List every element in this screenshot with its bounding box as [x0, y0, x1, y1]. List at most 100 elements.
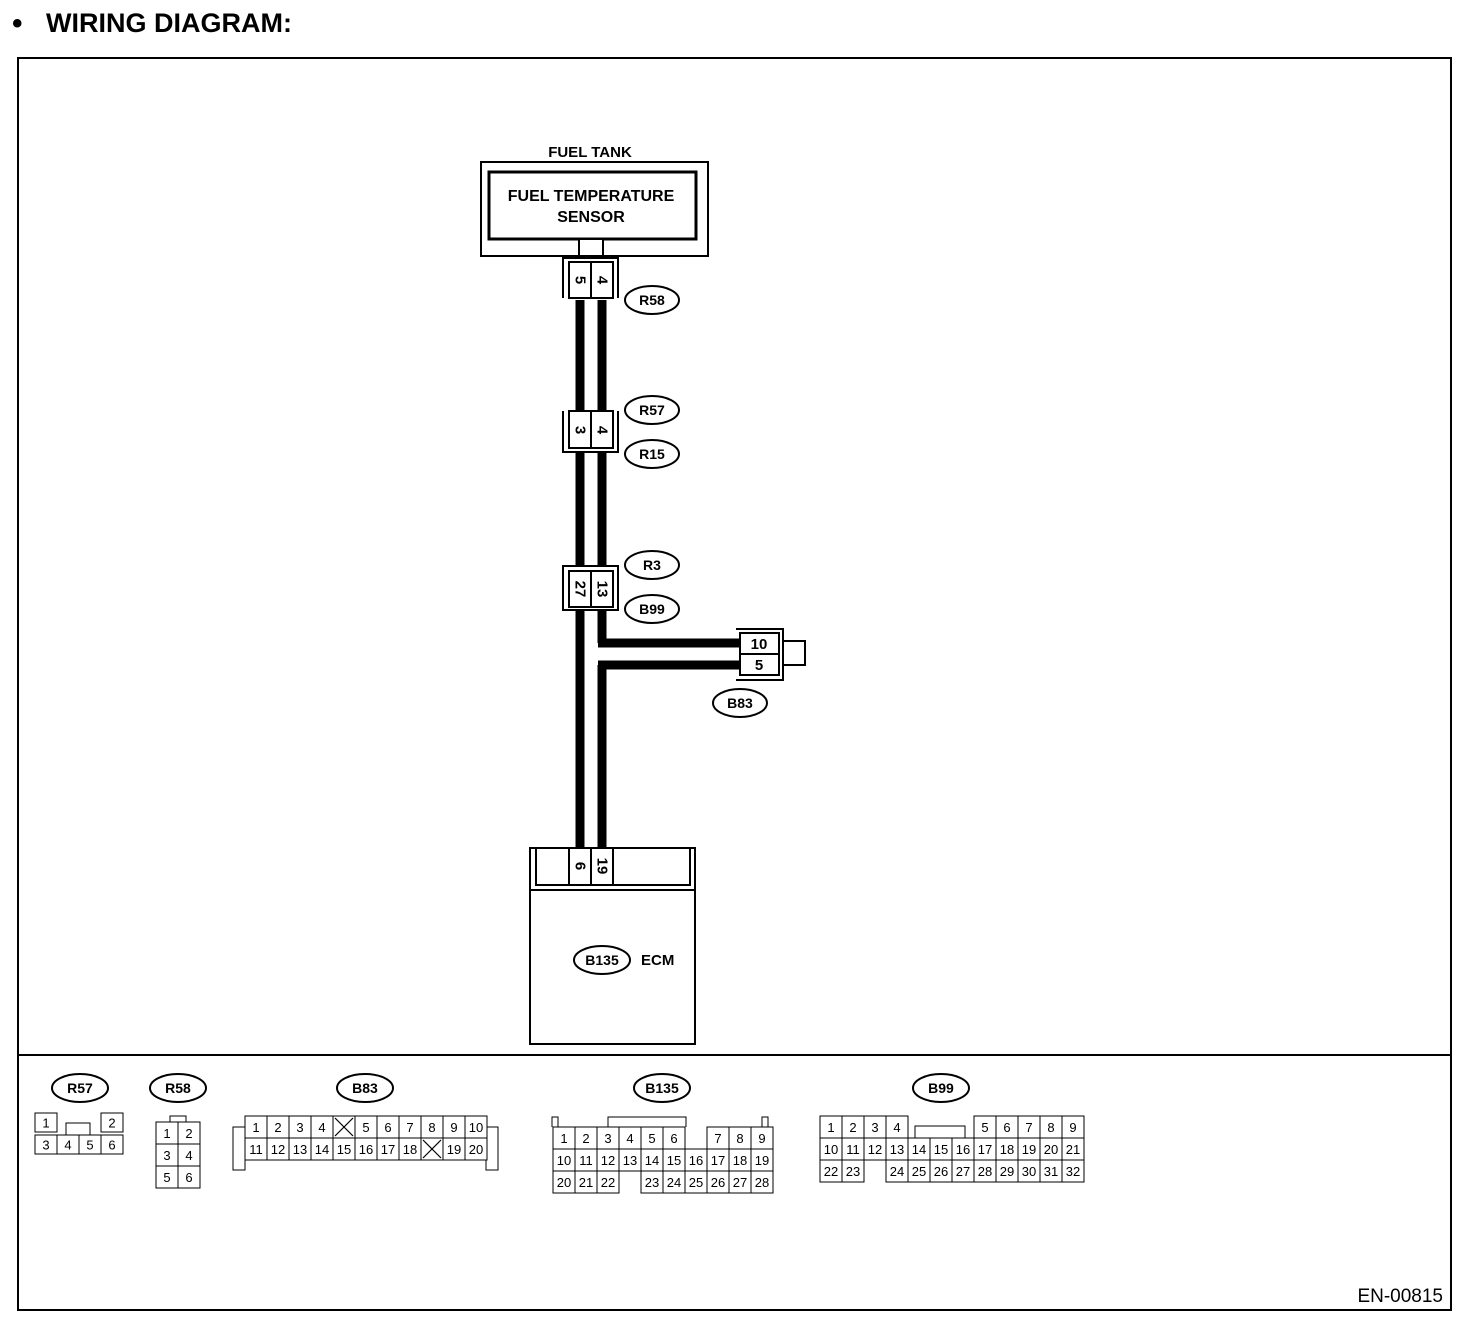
legend-b83-pin-label: 13 — [293, 1142, 307, 1157]
legend-b83-pin-label: 12 — [271, 1142, 285, 1157]
legend-b99-pin-label: 1 — [827, 1120, 834, 1135]
legend-b135-pin-label: 2 — [582, 1131, 589, 1146]
b83-pin: 5 — [755, 657, 763, 674]
legend-b83-pin-label: 9 — [450, 1120, 457, 1135]
legend-b99-pin-label: 7 — [1025, 1120, 1032, 1135]
legend-r58-pin-label: 2 — [185, 1126, 192, 1141]
sensor-neck — [578, 238, 604, 257]
legend-b135-pin-label: 17 — [711, 1153, 725, 1168]
legend-b99-pin-label: 8 — [1047, 1120, 1054, 1135]
legend-b99-pin-label: 24 — [890, 1164, 904, 1179]
connector-r57-r15: 3 4 R57 R15 — [562, 395, 680, 469]
legend-r57-tag-oval — [51, 1073, 109, 1103]
r3-b99-pin: 13 — [594, 581, 611, 598]
legend-b83-pin-label: 7 — [406, 1120, 413, 1135]
legend-b135-pin-label: 9 — [758, 1131, 765, 1146]
legend-b135-pin — [750, 1170, 774, 1194]
legend-b99-key — [914, 1125, 966, 1138]
legend-b135-pin-label: 28 — [755, 1175, 769, 1190]
legend-b99-pin-label: 15 — [934, 1142, 948, 1157]
b83-tag: B83 — [727, 695, 753, 711]
legend-b135-pin-label: 18 — [733, 1153, 747, 1168]
legend-r58-tag: R58 — [165, 1080, 191, 1096]
legend-r58-pin-label: 6 — [185, 1170, 192, 1185]
legend-b99-pin — [1061, 1159, 1085, 1183]
legend-b99-pin-label: 11 — [846, 1142, 860, 1157]
legend-b135-pin-label: 15 — [667, 1153, 681, 1168]
legend-b83-pin-label: 11 — [249, 1142, 263, 1157]
legend-b135-pin-label: 5 — [648, 1131, 655, 1146]
legend-b135-pin-label: 3 — [604, 1131, 611, 1146]
b135-tag: B135 — [585, 952, 619, 968]
legend-b135-pin-label: 11 — [579, 1153, 593, 1168]
legend-r57-pin — [34, 1112, 58, 1133]
legend-b135-pin-label: 8 — [736, 1131, 743, 1146]
legend-b135-pin-label: 23 — [645, 1175, 659, 1190]
legend-b83-pin-label: 20 — [469, 1142, 483, 1157]
legend-b83-pin-label: 15 — [337, 1142, 351, 1157]
b83-pin: 10 — [751, 636, 768, 653]
legend-b83-pin-label: 5 — [362, 1120, 369, 1135]
legend-b135-pin-label: 25 — [689, 1175, 703, 1190]
legend-b99-pin-label: 5 — [981, 1120, 988, 1135]
legend-b135-pin-label: 16 — [689, 1153, 703, 1168]
legend-b83-pin-label: 4 — [318, 1120, 325, 1135]
legend-b99-pin-label: 13 — [890, 1142, 904, 1157]
figure-id: EN-00815 — [1357, 1286, 1443, 1307]
sensor-label-line1: FUEL TEMPERATURE — [508, 188, 675, 205]
legend-b99-pin — [841, 1159, 865, 1183]
legend-b99-pin-label: 23 — [846, 1164, 860, 1179]
connector-r58: 5 4 R58 — [562, 257, 680, 315]
legend-b99-tag-oval — [912, 1073, 970, 1103]
legend-b83-pin-label: 6 — [384, 1120, 391, 1135]
legend-b99-pin-label: 27 — [956, 1164, 970, 1179]
legend-r58-pin-label: 5 — [163, 1170, 170, 1185]
legend-b99-tag: B99 — [928, 1080, 954, 1096]
legend-b99-pin-label: 9 — [1069, 1120, 1076, 1135]
ecm-label: ECM — [641, 952, 674, 969]
legend-b99-pin-label: 10 — [824, 1142, 838, 1157]
legend-r57-pin-label: 5 — [86, 1138, 93, 1153]
legend-b99-pin-label: 22 — [824, 1164, 838, 1179]
legend-b135-pin-label: 22 — [601, 1175, 615, 1190]
legend-b99-pin-label: 25 — [912, 1164, 926, 1179]
legend-b83-pin-label: 8 — [428, 1120, 435, 1135]
r58-tag: R58 — [639, 292, 665, 308]
legend-b99-pin-label: 16 — [956, 1142, 970, 1157]
legend-b83-latch — [485, 1126, 499, 1171]
b99-tag: B99 — [639, 601, 665, 617]
legend-b99-pin-label: 2 — [849, 1120, 856, 1135]
legend-b135-pin-label: 10 — [557, 1153, 571, 1168]
legend-b99-pin-label: 4 — [893, 1120, 900, 1135]
legend-b135-pin-label: 7 — [714, 1131, 721, 1146]
legend-b83-pin-label: 16 — [359, 1142, 373, 1157]
legend-b99-pin-label: 6 — [1003, 1120, 1010, 1135]
legend-b135-pin-label: 21 — [579, 1175, 593, 1190]
legend-b99-pin-label: 20 — [1044, 1142, 1058, 1157]
legend-b83-tag: B83 — [352, 1080, 378, 1096]
legend-r57-tag: R57 — [67, 1080, 93, 1096]
legend-b99-pin-label: 14 — [912, 1142, 926, 1157]
legend-b83-pin-label: 18 — [403, 1142, 417, 1157]
r3-b99-pin: 27 — [572, 581, 589, 598]
legend-b83-pin-label: 1 — [252, 1120, 259, 1135]
legend-r58-tag-oval — [149, 1073, 207, 1103]
legend-b135-pin-label: 4 — [626, 1131, 633, 1146]
legend-b135-pin — [596, 1170, 620, 1194]
legend-b83-pin-label: 10 — [469, 1120, 483, 1135]
legend-r58-pin-label: 1 — [163, 1126, 170, 1141]
r3-tag: R3 — [643, 557, 661, 573]
legend-b99-pin-label: 31 — [1044, 1164, 1058, 1179]
legend-r57-pin-label: 6 — [108, 1138, 115, 1153]
r15-tag: R15 — [639, 446, 665, 462]
legend-r57-pin-label: 1 — [42, 1116, 49, 1131]
legend-b135-pin-label: 14 — [645, 1153, 659, 1168]
legend-r58-pin-label: 4 — [185, 1148, 192, 1163]
legend-b135-tag: B135 — [645, 1080, 679, 1096]
legend-r57-key — [65, 1122, 91, 1135]
r58-pin: 5 — [572, 276, 589, 284]
legend-b83-pin — [464, 1137, 488, 1161]
legend-b83-pin-label: 2 — [274, 1120, 281, 1135]
